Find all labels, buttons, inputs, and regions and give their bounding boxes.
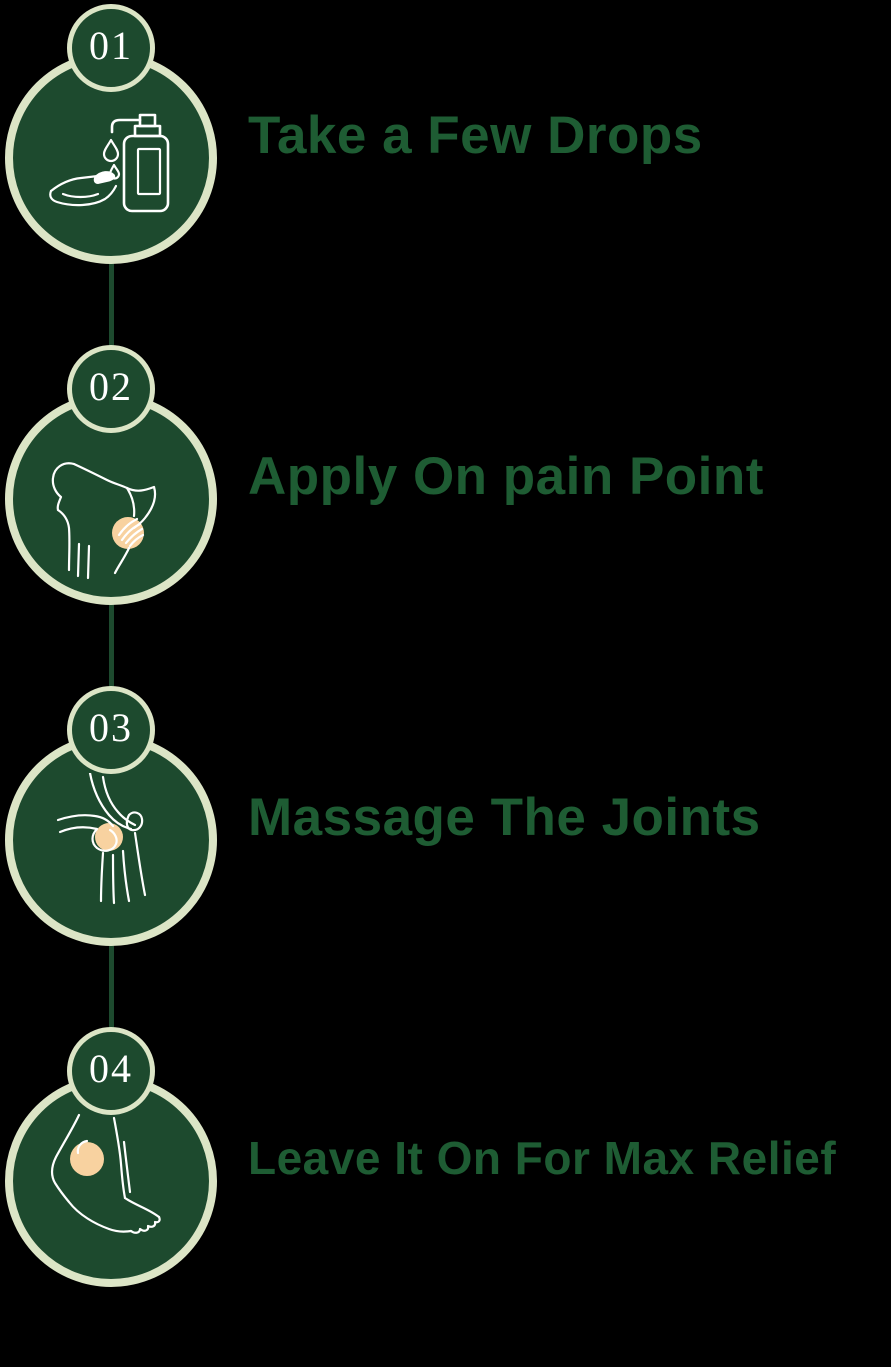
back-pain-icon (51, 461, 157, 579)
step-2-number-badge: 02 (67, 345, 155, 433)
drops-on-hand-bottle-icon (49, 113, 170, 213)
step-1-number-badge: 01 (67, 4, 155, 92)
step-number: 01 (89, 23, 133, 68)
step-3-label: Massage The Joints (248, 788, 761, 847)
knee-joint-icon (56, 772, 146, 904)
step-number: 03 (89, 705, 133, 750)
step-2: 02 Apply On pain Point (0, 345, 891, 685)
step-3-number-badge: 03 (67, 686, 155, 774)
how-to-use-timeline: 01 Take a Few Drops (0, 4, 891, 1287)
step-4: 04 Leave It On For Max Relief (0, 1027, 891, 1367)
step-4-number-badge: 04 (67, 1027, 155, 1115)
step-1: 01 Take a Few Drops (0, 4, 891, 344)
foot-massage-icon (50, 1113, 161, 1234)
step-number: 02 (89, 364, 133, 409)
step-1-label: Take a Few Drops (248, 106, 703, 165)
step-number: 04 (89, 1046, 133, 1091)
step-1-icon-circle (5, 52, 217, 264)
step-4-label: Leave It On For Max Relief (248, 1132, 837, 1184)
step-2-label: Apply On pain Point (248, 447, 764, 506)
step-3: 03 Massage The Joints (0, 686, 891, 1026)
